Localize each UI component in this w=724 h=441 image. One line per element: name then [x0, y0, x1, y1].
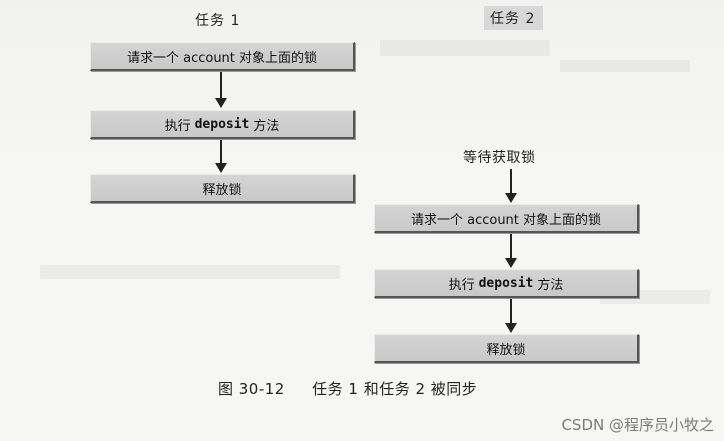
task1-step1-text: 请求一个 account 对象上面的锁: [126, 50, 318, 66]
task2-label: 任务 2: [484, 6, 544, 30]
task2-arrow-1: [505, 234, 517, 268]
task1-step2-text-before: 执行: [164, 118, 191, 134]
figure-caption-text: 任务 1 和任务 2 被同步: [312, 380, 478, 398]
task2-step2-code: deposit: [478, 275, 534, 291]
task2-step3-text: 释放锁: [486, 342, 526, 358]
background-smudge: [560, 60, 690, 72]
task2-step1-text: 请求一个 account 对象上面的锁: [410, 212, 602, 228]
task1-step2-code: deposit: [194, 116, 250, 132]
task2-step-request-lock: 请求一个 account 对象上面的锁: [374, 204, 639, 233]
task1-label: 任务 1: [195, 13, 241, 29]
task1-arrow-2: [215, 140, 227, 173]
figure-number: 图 30-12: [218, 380, 285, 398]
task1-step-release-lock: 释放锁: [90, 174, 355, 203]
task2-step2-text-before: 执行: [448, 277, 475, 293]
csdn-watermark: CSDN @程序员小牧之: [561, 416, 714, 434]
task1-arrow-1: [215, 72, 227, 108]
task1-step-request-lock: 请求一个 account 对象上面的锁: [90, 42, 355, 71]
background-smudge: [380, 40, 550, 56]
task1-step-execute-deposit: 执行 deposit 方法: [90, 110, 355, 139]
task1-step3-text: 释放锁: [202, 182, 242, 198]
task1-step2-text-after: 方法: [253, 118, 280, 134]
task2-step-execute-deposit: 执行 deposit 方法: [374, 269, 639, 298]
task2-arrow-wait: [505, 169, 517, 203]
task2-step-release-lock: 释放锁: [374, 334, 639, 363]
figure-caption: 图 30-12 任务 1 和任务 2 被同步: [218, 378, 477, 399]
task2-arrow-2: [505, 299, 517, 333]
task2-step2-text-after: 方法: [537, 277, 564, 293]
task2-wait-label: 等待获取锁: [463, 150, 536, 166]
background-smudge: [40, 265, 340, 279]
